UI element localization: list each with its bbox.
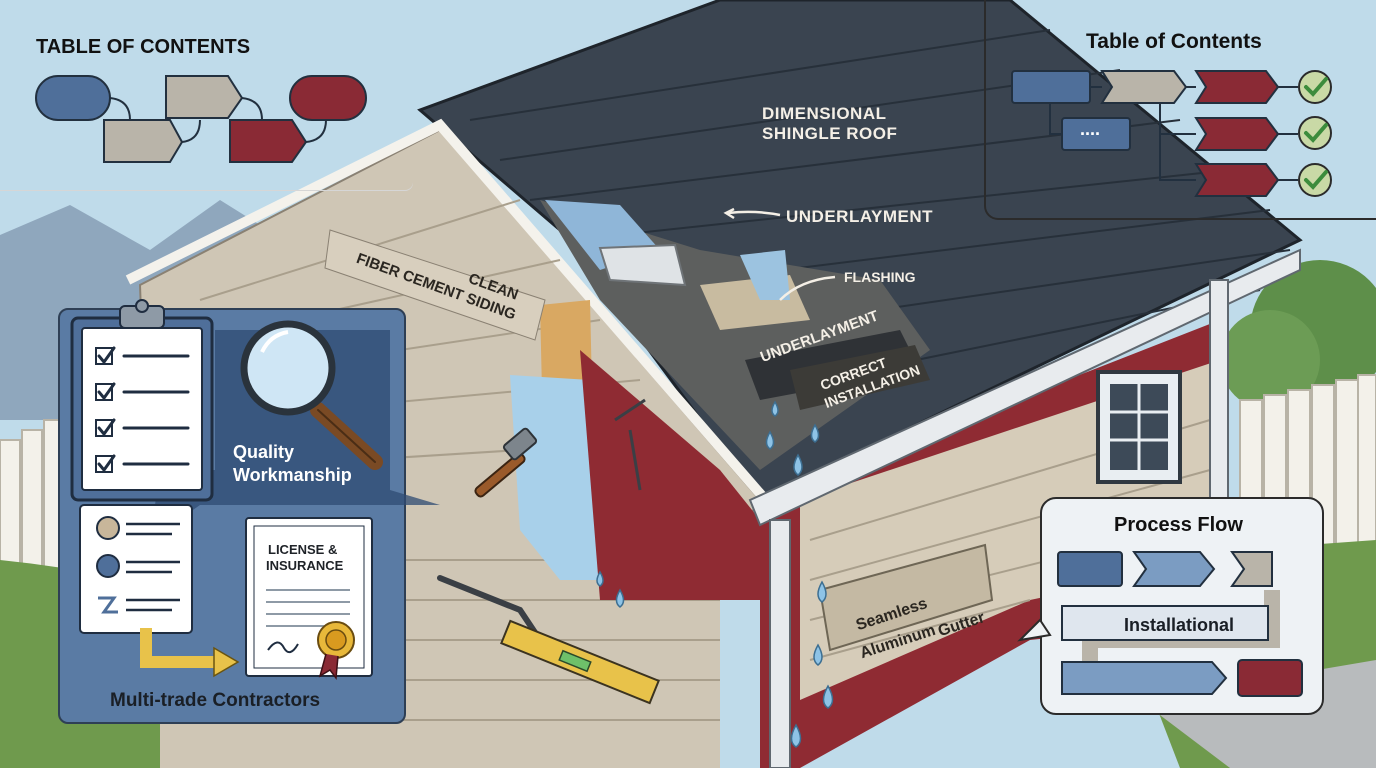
- downspout-right: [1209, 279, 1229, 511]
- flashing-label: FLASHING: [844, 269, 916, 285]
- quality-workmanship-line1: Quality: [233, 442, 295, 462]
- toc-right-ellipsis: ....: [1080, 119, 1101, 139]
- check-icon: [1298, 70, 1332, 104]
- nails-icon: [614, 398, 646, 491]
- roof-vent: [598, 243, 687, 287]
- downspout: [769, 519, 791, 768]
- check-icon: [1298, 163, 1332, 197]
- process-flow-step-label: Installational: [1124, 615, 1235, 635]
- license-line2: INSURANCE: [266, 558, 344, 573]
- correct-installation-board: [790, 345, 930, 410]
- house-wrap: [510, 375, 640, 580]
- hammer-icon: [474, 427, 538, 498]
- toc-right-title: Table of Contents: [1086, 30, 1262, 53]
- shingle-roof-label-line1: DIMENSIONAL: [762, 104, 887, 123]
- license-line1: LICENSE &: [268, 542, 338, 557]
- fence-left: [0, 419, 65, 571]
- toc-left-title: TABLE OF CONTENTS: [36, 36, 251, 58]
- toc-left-flow: [35, 75, 367, 163]
- quality-panel: [58, 308, 406, 724]
- water-drops: [596, 400, 834, 748]
- level-tool-icon: [500, 619, 660, 705]
- arrow-underlayment: [727, 210, 781, 217]
- quality-workmanship-line2: Workmanship: [233, 465, 352, 485]
- toc-right-flow: [1011, 70, 1298, 197]
- arrow-flashing: [779, 275, 836, 301]
- gable-trim: [125, 118, 774, 509]
- process-flow-title: Process Flow: [1114, 514, 1243, 536]
- tree: [1220, 310, 1320, 410]
- check-icon: [1298, 116, 1332, 150]
- gutter-sign-board: [818, 543, 994, 652]
- underlayment-top-label: UNDERLAYMENT: [786, 207, 934, 226]
- seamless-aluminum-gutter: [748, 248, 1301, 527]
- multitrade-contractors-label: Multi-trade Contractors: [110, 690, 321, 711]
- shingle-roof-label-line2: SHINGLE ROOF: [762, 124, 898, 143]
- siding-sign-board: [324, 229, 546, 341]
- toc-left-panel: [0, 0, 413, 190]
- toc-right-panel: [984, 0, 1376, 220]
- flashing-piece: [740, 250, 790, 300]
